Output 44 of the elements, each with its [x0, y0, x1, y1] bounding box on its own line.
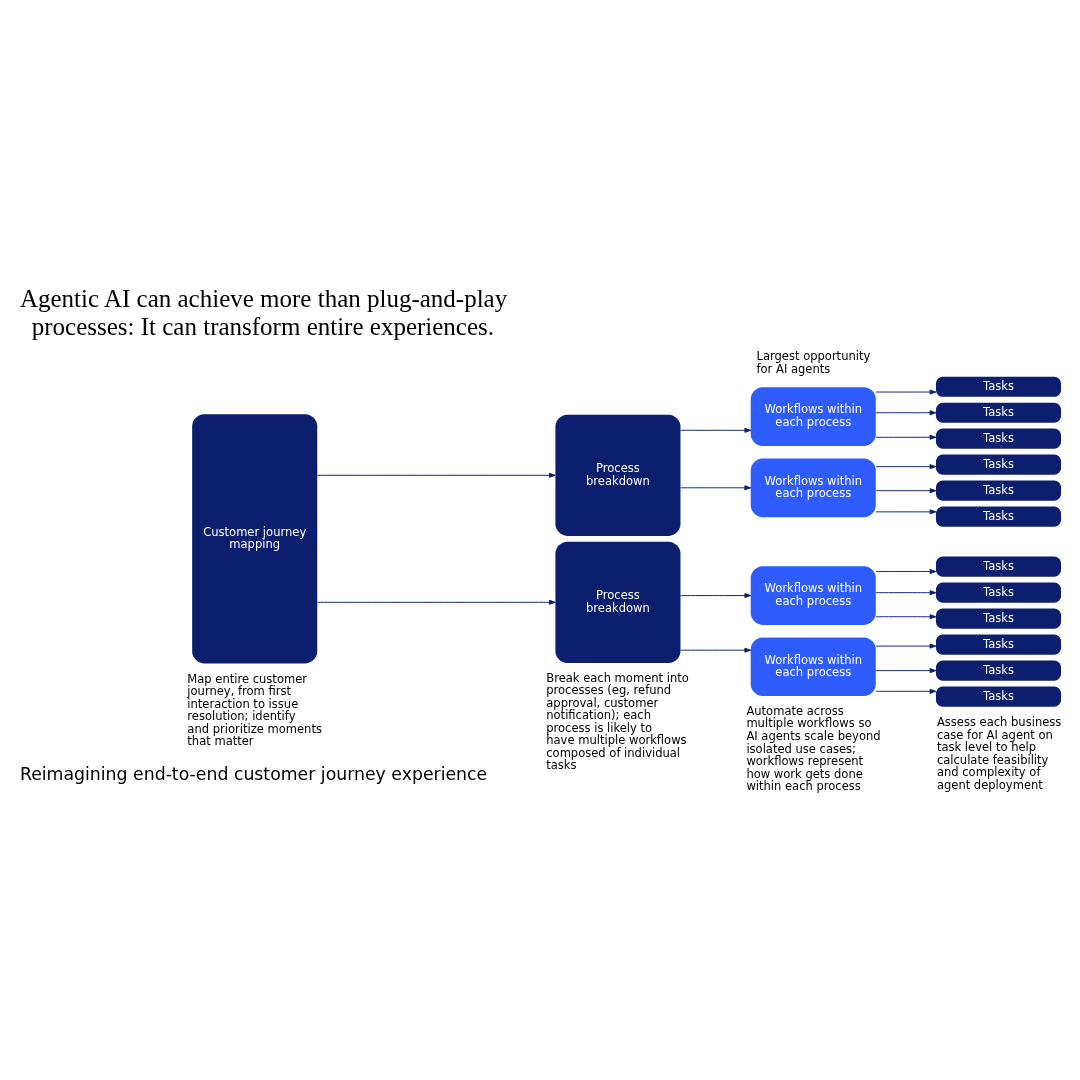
node-box: Workflows within each process	[750, 458, 876, 518]
arrow	[875, 410, 937, 416]
node-box: Tasks	[935, 660, 1062, 681]
arrow	[875, 688, 937, 694]
node-box: Workflows within each process	[750, 637, 876, 697]
arrow	[875, 590, 937, 596]
arrow	[875, 464, 937, 470]
node-box: Tasks	[935, 506, 1062, 527]
node-box: Workflows within each process	[750, 566, 876, 625]
node-box: Tasks	[935, 556, 1062, 577]
arrow	[680, 647, 752, 653]
arrow	[875, 614, 937, 620]
label: Largest opportunity for AI agents	[756, 349, 871, 376]
label: Map entire customer journey, from first interaction to issue resolution; identify and prioritize moments that matter	[187, 671, 322, 749]
arrow	[680, 593, 752, 599]
arrow	[317, 472, 556, 478]
node-box: Tasks	[935, 634, 1062, 655]
node-box: Tasks	[935, 402, 1062, 423]
label: Reimagining end-to-end customer journey experience	[19, 763, 488, 784]
node-box: Tasks	[935, 582, 1062, 603]
arrow	[875, 668, 937, 674]
node-box: Tasks	[935, 376, 1062, 397]
node-box: Tasks	[935, 480, 1062, 501]
arrow	[875, 389, 937, 395]
arrow	[875, 643, 937, 649]
arrow	[875, 569, 937, 574]
node-box: Tasks	[935, 428, 1062, 449]
label: Assess each business case for AI agent on task level to help calculate feasibility and complexity of agent deployment	[936, 715, 1062, 792]
node-box: Process breakdown	[555, 414, 681, 536]
node-box: Customer journey mapping	[192, 414, 318, 664]
arrow	[875, 434, 937, 440]
arrow	[680, 427, 752, 433]
arrow	[317, 599, 556, 605]
node-box: Tasks	[935, 686, 1062, 707]
node-box: Workflows within each process	[750, 387, 876, 446]
node-box: Tasks	[935, 608, 1062, 629]
arrow	[680, 485, 752, 491]
arrow	[875, 488, 937, 494]
arrow	[875, 509, 937, 515]
label: Automate across multiple workflows so AI agents scale beyond isolated use cases; workflows represent how work gets done within each process	[746, 703, 881, 794]
label: Break each moment into processes (eg, refund approval, customer notification); each process is likely to have multiple workflows composed of individual tasks	[546, 670, 689, 773]
diagram-title: Agentic AI can achieve more than plug-and-play processes: It can transform entire experiences.	[19, 284, 508, 340]
node-box: Tasks	[935, 454, 1062, 475]
node-box: Process breakdown	[555, 541, 681, 663]
